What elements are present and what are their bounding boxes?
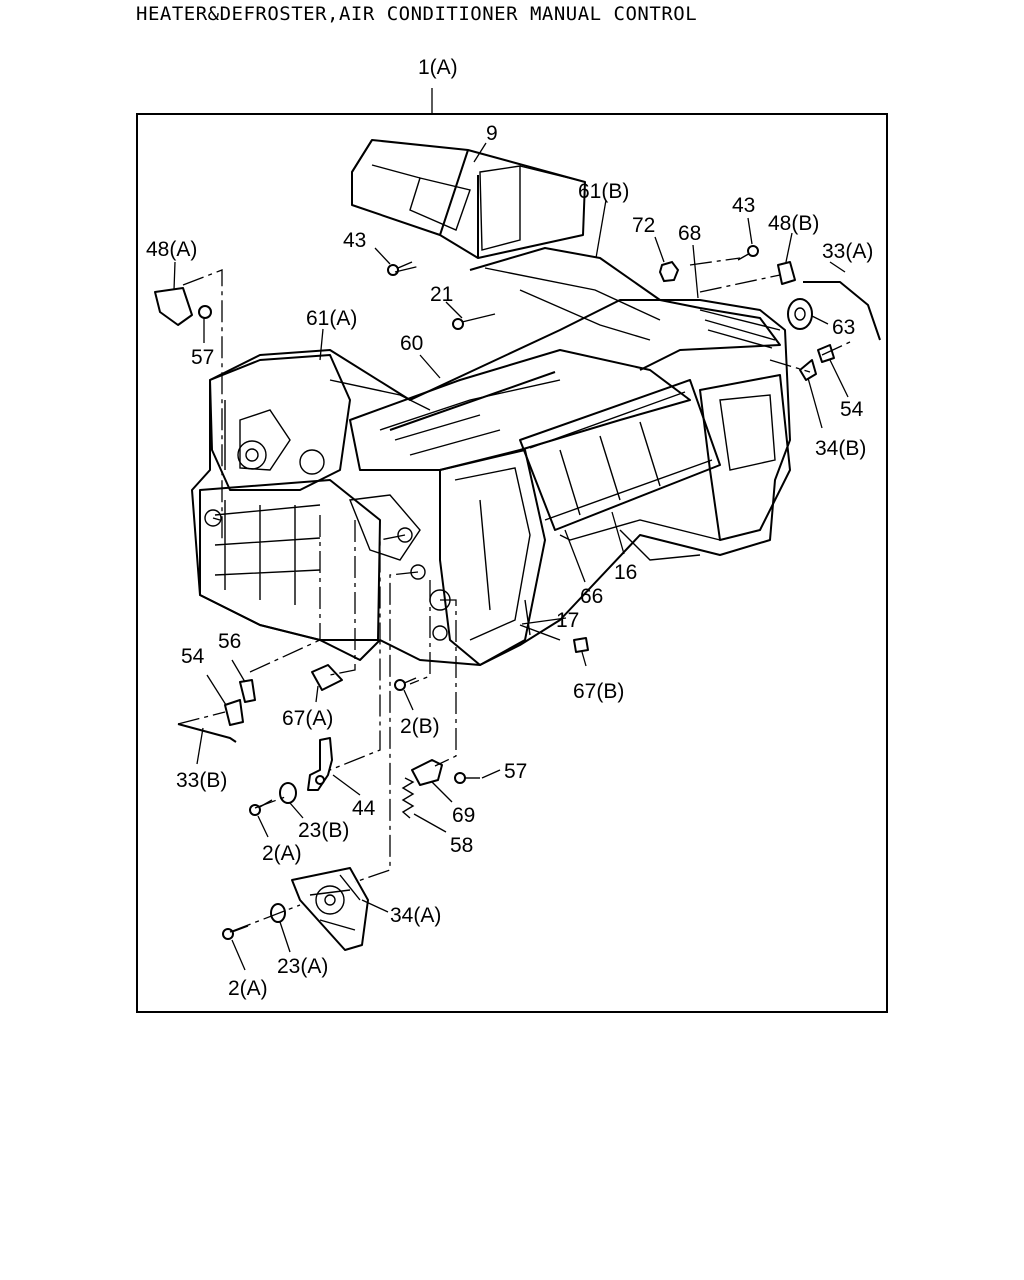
label-33b: 33(B) xyxy=(176,769,227,792)
screw-part-57-top xyxy=(198,305,212,319)
label-48b: 48(B) xyxy=(768,212,819,235)
label-61b: 61(B) xyxy=(578,180,629,203)
washer-part-23b xyxy=(279,782,297,804)
callout-leaders xyxy=(173,142,849,971)
label-60: 60 xyxy=(400,332,423,355)
clip-part-54-left xyxy=(224,699,244,726)
clamp-part-67a xyxy=(311,664,343,691)
label-2a-bottom: 2(A) xyxy=(228,977,268,1000)
clip-part-34b xyxy=(799,359,817,381)
label-23a: 23(A) xyxy=(277,955,328,978)
label-48a: 48(A) xyxy=(146,238,197,261)
label-69: 69 xyxy=(452,804,475,827)
label-2b: 2(B) xyxy=(400,715,440,738)
label-23b: 23(B) xyxy=(298,819,349,842)
bolt-part-21 xyxy=(452,313,496,330)
label-1a: 1(A) xyxy=(418,56,458,79)
rod-part-33a xyxy=(803,281,881,341)
label-44: 44 xyxy=(352,797,376,820)
lever-part-69 xyxy=(411,759,443,786)
label-67a: 67(A) xyxy=(282,707,333,730)
label-57-bottom: 57 xyxy=(504,760,527,783)
label-67b: 67(B) xyxy=(573,680,624,703)
label-17: 17 xyxy=(556,609,579,632)
screw-part-57-bottom xyxy=(454,772,480,784)
label-43-right: 43 xyxy=(732,194,755,217)
clip-part-67b xyxy=(573,637,589,653)
label-54-left: 54 xyxy=(181,645,205,668)
label-61a: 61(A) xyxy=(306,307,357,330)
label-2a-mid: 2(A) xyxy=(262,842,302,865)
label-56: 56 xyxy=(218,630,241,653)
label-54-right: 54 xyxy=(840,398,864,421)
clip-part-56 xyxy=(239,679,256,703)
heater-case-body xyxy=(191,247,791,666)
label-72: 72 xyxy=(632,214,655,237)
label-21: 21 xyxy=(430,283,453,306)
label-34a: 34(A) xyxy=(390,904,441,927)
rod-part-33b xyxy=(177,723,237,743)
label-16: 16 xyxy=(614,561,637,584)
label-9: 9 xyxy=(486,122,498,145)
label-58: 58 xyxy=(450,834,473,857)
cam-part-34a xyxy=(291,867,369,951)
label-57-top: 57 xyxy=(191,346,214,369)
grommet-part-63 xyxy=(787,298,813,330)
label-63: 63 xyxy=(832,316,855,339)
assembly-guide-lines xyxy=(177,257,851,933)
page-title: HEATER&DEFROSTER,AIR CONDITIONER MANUAL … xyxy=(136,3,698,25)
label-68: 68 xyxy=(678,222,701,245)
bracket-part-48a xyxy=(154,287,193,326)
diagram-frame xyxy=(136,113,888,1013)
bracket-part-48b xyxy=(777,261,796,285)
nut-part-72 xyxy=(658,260,680,283)
screw-part-43-right xyxy=(737,245,759,261)
screw-part-2b xyxy=(394,677,417,691)
clip-part-54-right xyxy=(817,344,835,363)
label-34b: 34(B) xyxy=(815,437,866,460)
screw-part-2a-bottom xyxy=(222,925,249,940)
label-66: 66 xyxy=(580,585,603,608)
lever-part-44 xyxy=(307,737,333,791)
label-33a: 33(A) xyxy=(822,240,873,263)
spring-part-58 xyxy=(401,777,415,819)
rod-part-60 xyxy=(389,371,556,431)
label-43-left: 43 xyxy=(343,229,366,252)
duct-part-9 xyxy=(351,139,586,259)
screw-part-43-left xyxy=(387,261,413,276)
screw-part-2a-mid xyxy=(249,799,273,816)
